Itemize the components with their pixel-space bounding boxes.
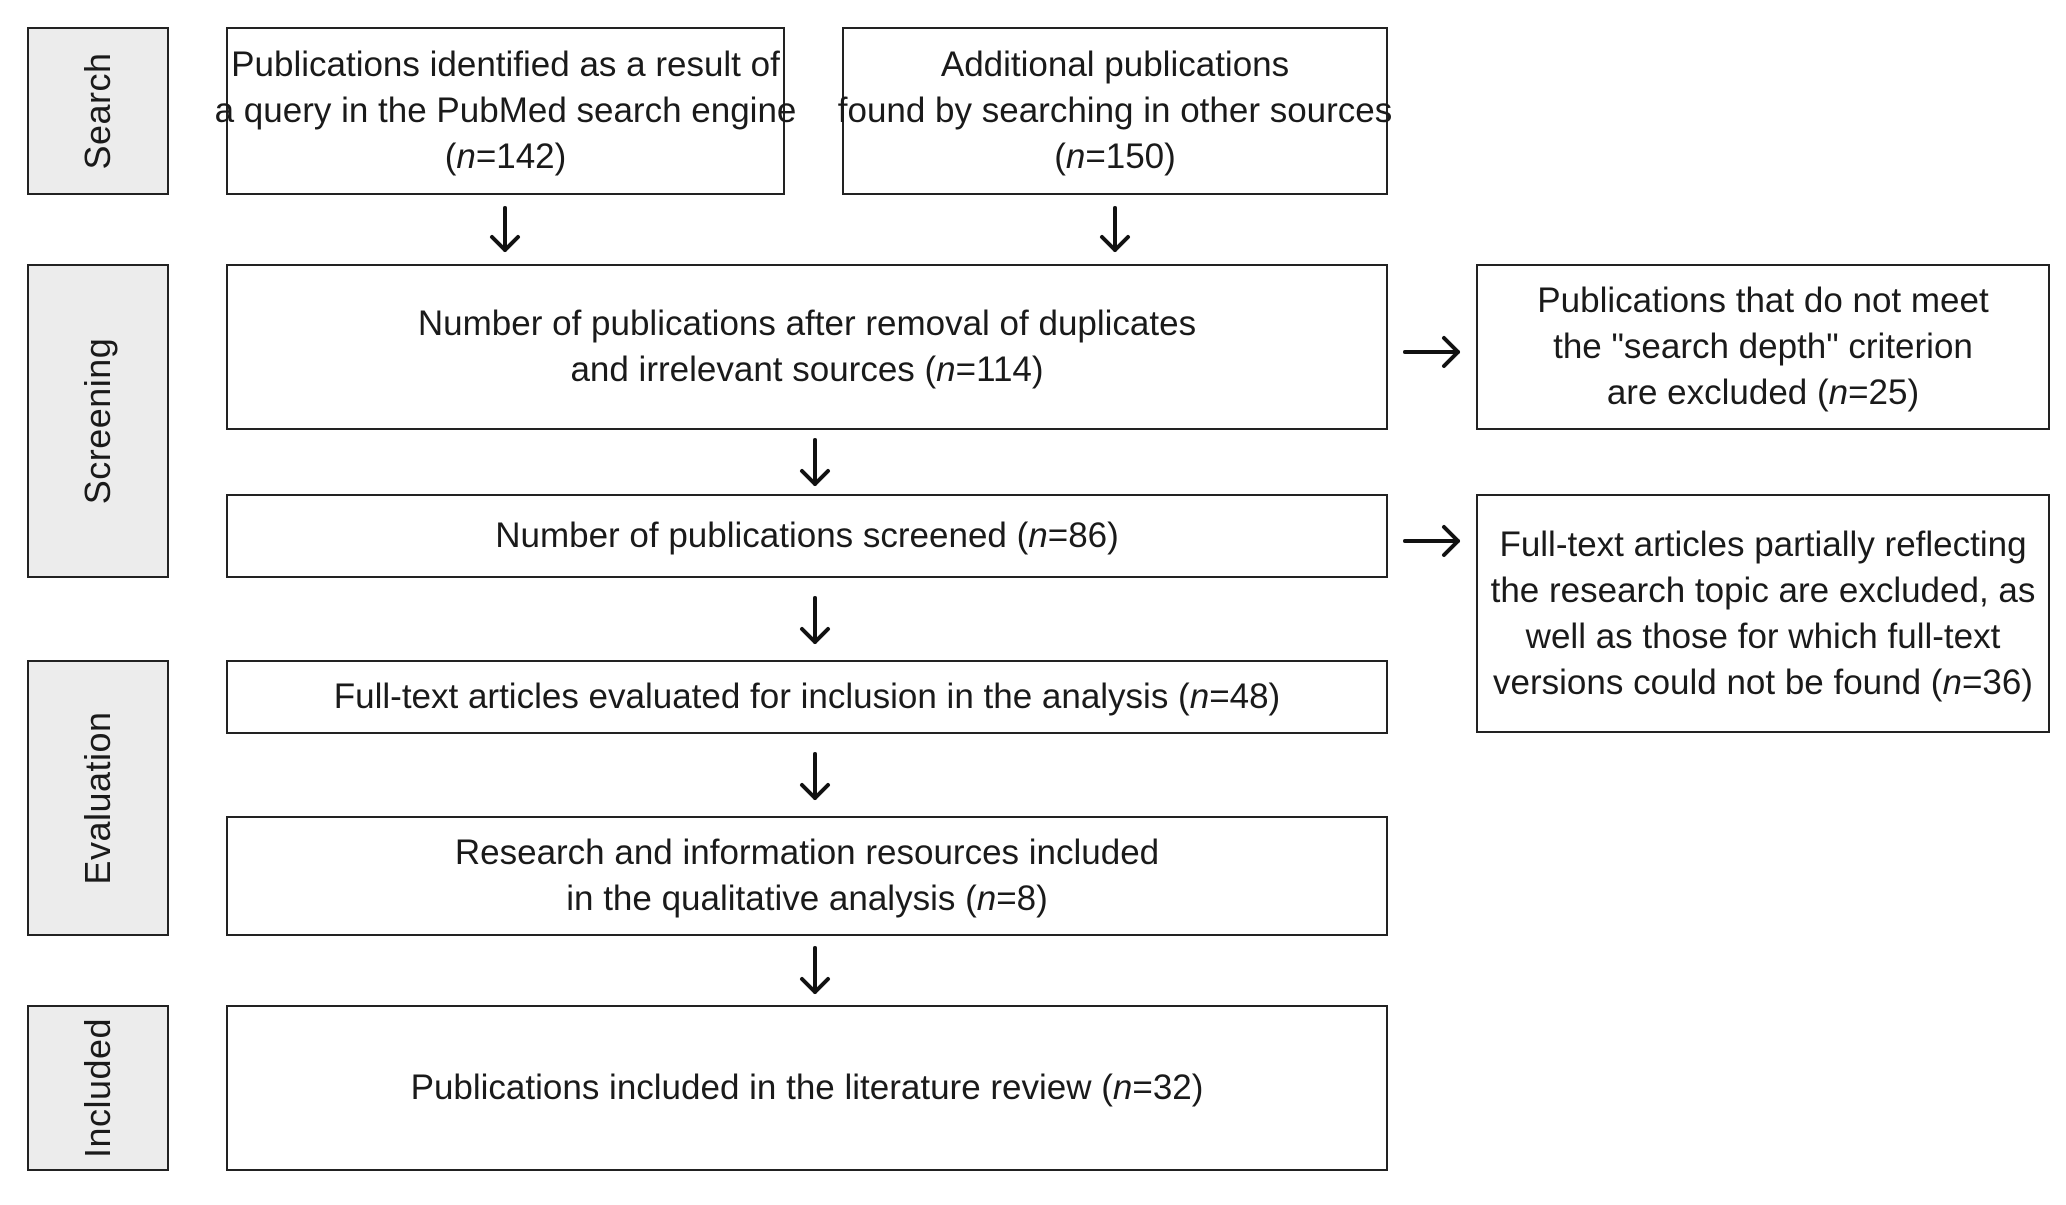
n-symbol: n (1028, 516, 1048, 555)
stage-included: Included (27, 1005, 169, 1171)
box-count-prefix: Number of publications screened ( (495, 516, 1029, 555)
excluded-fulltext-box: Full-text articles partially reflecting … (1476, 494, 2050, 733)
stage-search: Search (27, 27, 169, 195)
box-count-prefix: are excluded ( (1606, 373, 1829, 412)
n-symbol: n (1828, 373, 1849, 412)
after-duplicates-box: Number of publications after removal of … (226, 264, 1388, 430)
arrow-down-icon (800, 946, 830, 994)
screened-box: Number of publications screened (n=86) (226, 494, 1388, 578)
arrow-right-icon (1403, 525, 1460, 557)
box-count-line: Number of publications screened (n=86) (495, 513, 1119, 559)
box-count-line: and irrelevant sources (n=114) (570, 347, 1043, 393)
box-count-line: versions could not be found (n=36) (1493, 660, 2033, 706)
n-symbol: n (1065, 137, 1086, 176)
box-text-line: Additional publications (940, 45, 1290, 84)
n-symbol: n (976, 879, 997, 918)
box-count-line: are excluded (n=25) (1607, 370, 1919, 416)
included-review-box: Publications included in the literature … (226, 1005, 1388, 1171)
box-count-value: =114) (955, 350, 1044, 389)
box-text-line: Publications that do not meet (1537, 281, 1989, 320)
pubmed-identified-box: Publications identified as a result of a… (215, 27, 796, 195)
n-symbol: n (1942, 662, 1962, 702)
evaluated-box: Full-text articles evaluated for inclusi… (226, 660, 1388, 734)
box-text-line: the research topic are excluded, as (1490, 570, 2036, 610)
box-count-value: =8) (996, 879, 1048, 918)
arrow-down-icon (800, 596, 830, 644)
box-count-line: (n=142) (445, 134, 567, 180)
box-text-line: Publications identified as a result of (231, 45, 780, 84)
box-count-value: =25) (1848, 373, 1920, 412)
box-count-value: =142) (475, 137, 567, 176)
box-text-line: Full-text articles partially reflecting (1499, 524, 2027, 564)
box-text-line: Number of publications after removal of … (417, 304, 1197, 343)
n-symbol: n (1189, 677, 1210, 716)
box-count-prefix: Full-text articles evaluated for inclusi… (333, 677, 1190, 716)
box-count-value: =36) (1961, 662, 2033, 702)
n-symbol: n (1112, 1068, 1133, 1107)
stage-evaluation: Evaluation (27, 660, 169, 936)
box-text-line: a query in the PubMed search engine (214, 91, 797, 130)
arrow-down-icon (800, 752, 830, 800)
n-symbol: n (456, 137, 476, 176)
box-count-line: (n=150) (1054, 134, 1176, 180)
box-count-line: Publications included in the literature … (411, 1065, 1204, 1111)
box-count-prefix: ( (444, 137, 457, 176)
box-count-line: Full-text articles evaluated for inclusi… (334, 674, 1280, 720)
box-count-value: =32) (1132, 1068, 1204, 1107)
n-symbol: n (936, 350, 956, 389)
box-count-prefix: Publications included in the literature … (410, 1068, 1113, 1107)
arrow-down-icon (1100, 206, 1130, 252)
box-count-value: =150) (1085, 137, 1176, 176)
arrow-down-icon (490, 206, 520, 252)
qualitative-analysis-box: Research and information resources inclu… (226, 816, 1388, 936)
arrow-down-icon (800, 438, 830, 486)
box-text-line: the "search depth" criterion (1553, 327, 1973, 366)
box-count-prefix: and irrelevant sources ( (570, 350, 937, 389)
box-text-line: well as those for which full-text (1525, 616, 2001, 656)
other-sources-box: Additional publications found by searchi… (838, 27, 1392, 195)
box-count-line: in the qualitative analysis (n=8) (566, 876, 1048, 922)
box-text-line: found by searching in other sources (837, 91, 1393, 130)
box-count-value: =86) (1047, 516, 1119, 555)
excluded-search-depth-box: Publications that do not meet the "searc… (1476, 264, 2050, 430)
stage-screening: Screening (27, 264, 169, 578)
box-count-prefix: versions could not be found ( (1493, 662, 1943, 702)
box-count-prefix: in the qualitative analysis ( (566, 879, 977, 918)
arrow-right-icon (1403, 336, 1460, 368)
box-text-line: Research and information resources inclu… (454, 833, 1160, 872)
box-count-prefix: ( (1054, 137, 1066, 176)
box-count-value: =48) (1209, 677, 1281, 716)
